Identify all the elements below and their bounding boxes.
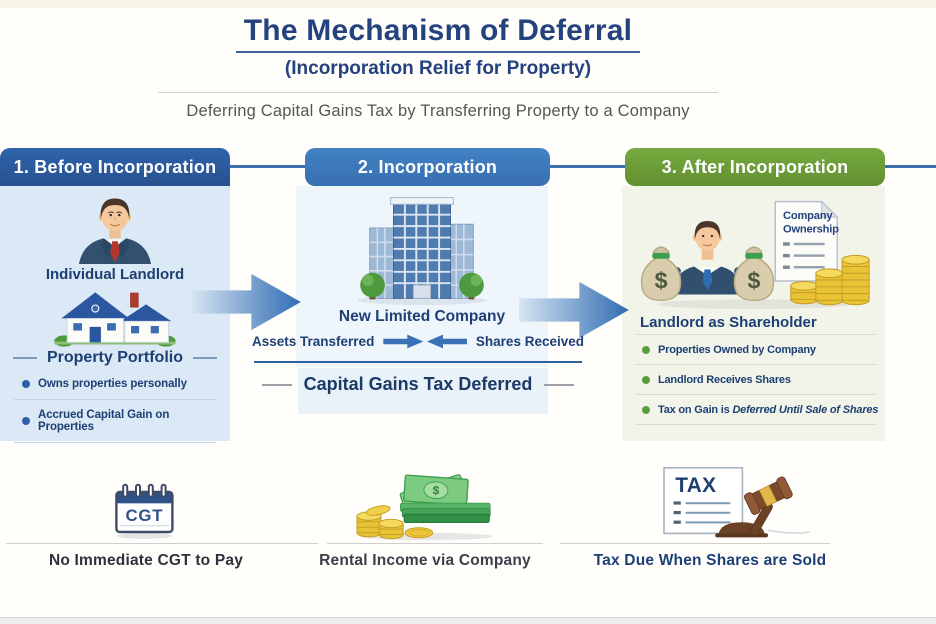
tax-gavel-icon: TAX — [663, 467, 810, 538]
cgt-calendar-icon: CGT — [115, 483, 174, 539]
bullet-dot-icon — [22, 380, 30, 388]
svg-text:Company: Company — [783, 210, 833, 222]
shares-received-group: Shares Received — [427, 334, 584, 349]
flank-line — [12, 357, 37, 359]
new-limited-company-label: New Limited Company — [338, 308, 506, 325]
assets-transferred-group: Assets Transferred — [252, 334, 424, 349]
landlord-person-icon — [78, 198, 152, 264]
svg-text:TAX: TAX — [675, 474, 716, 497]
capital-gains-tax-deferred-label: Capital Gains Tax Deferred — [303, 374, 533, 394]
stage1-header: 1. Before Incorporation — [0, 148, 230, 186]
bullet-dot-icon — [22, 417, 30, 425]
footer-caption-rental: Rental Income via Company — [319, 552, 531, 569]
coin-stacks-icon — [790, 254, 870, 306]
svg-text:$: $ — [655, 268, 668, 294]
bullet-dot-icon — [642, 405, 650, 414]
bullet-dot-icon — [642, 375, 650, 384]
footer-divider — [560, 543, 830, 544]
stage3-header: 3. After Incorporation — [625, 148, 885, 186]
bottom-edge-strip — [0, 617, 936, 624]
flow-arrow-1-icon — [191, 273, 301, 331]
company-ownership-certificate: Company Ownership — [774, 200, 839, 282]
top-edge-strip — [0, 0, 936, 8]
stage1-bullet-list: Owns properties personally Accrued Capit… — [14, 369, 216, 443]
stage3-bullet-label: Landlord Receives Shares — [658, 373, 791, 386]
deferred-row: Capital Gains Tax Deferred — [252, 374, 584, 395]
stage3-panel — [622, 186, 885, 441]
svg-text:$: $ — [748, 268, 761, 294]
page-title: The Mechanism of Deferral — [235, 14, 641, 53]
footer-divider — [6, 543, 318, 544]
rental-income-icon: $ $ — [356, 474, 493, 541]
deferred-panel — [298, 368, 548, 414]
svg-text:Ownership: Ownership — [783, 224, 839, 236]
stage3-bullet-label: Tax on Gain is Deferred Until Sale of Sh… — [658, 403, 879, 416]
house-icon — [54, 292, 176, 347]
flow-arrow-2-icon — [519, 281, 629, 339]
assets-transferred-label: Assets Transferred — [252, 334, 375, 349]
arrow-left-icon — [427, 334, 467, 349]
stage3-bullet-row: Tax on Gain is Deferred Until Sale of Sh… — [636, 395, 879, 425]
transfer-row: Assets Transferred Shares Received — [252, 334, 584, 349]
office-building-icon — [357, 197, 487, 306]
stage1-bullet-label: Owns properties personally — [38, 378, 187, 390]
footer-divider — [327, 543, 543, 544]
money-bag-icon: $ — [640, 246, 682, 302]
stage3-bullet-row: Landlord Receives Shares — [636, 365, 876, 395]
header-divider — [158, 92, 718, 93]
money-bag-icon: $ — [733, 246, 775, 302]
transfer-divider-line — [254, 361, 582, 363]
page-subtitle: (Incorporation Relief for Property) — [284, 58, 592, 79]
property-portfolio-label: Property Portfolio — [46, 349, 183, 366]
arrow-right-icon — [383, 334, 424, 349]
stage2-header: 2. Incorporation — [305, 148, 550, 186]
stage3-bullet-list: Properties Owned by Company Landlord Rec… — [636, 334, 879, 425]
property-portfolio-row: Property Portfolio — [0, 349, 230, 367]
svg-text:$: $ — [432, 483, 440, 497]
svg-text:CGT: CGT — [125, 506, 163, 525]
stage3-bullet-label: Properties Owned by Company — [658, 343, 816, 356]
flank-line — [193, 357, 217, 359]
stage3-bullet-row: Properties Owned by Company — [636, 335, 876, 365]
footer-caption-tax: Tax Due When Shares are Sold — [593, 552, 827, 569]
stage1-bullet-row: Accrued Capital Gain on Properties — [14, 400, 216, 443]
landlord-as-shareholder-label: Landlord as Shareholder — [640, 314, 817, 331]
footer-caption-cgt: No Immediate CGT to Pay — [48, 552, 244, 569]
header-block: The Mechanism of Deferral (Incorporation… — [98, 14, 778, 121]
page-tagline: Deferring Capital Gains Tax by Transferr… — [186, 102, 690, 120]
shares-received-label: Shares Received — [475, 334, 584, 349]
flank-line — [261, 383, 292, 386]
individual-landlord-label: Individual Landlord — [45, 266, 185, 283]
flank-line — [544, 383, 575, 386]
stage1-bullet-row: Owns properties personally — [14, 369, 216, 400]
shareholder-money-bags-icon: $ $ Company Ownership — [640, 200, 870, 310]
stage1-bullet-label: Accrued Capital Gain on Properties — [38, 409, 170, 433]
bullet-dot-icon — [642, 345, 650, 354]
